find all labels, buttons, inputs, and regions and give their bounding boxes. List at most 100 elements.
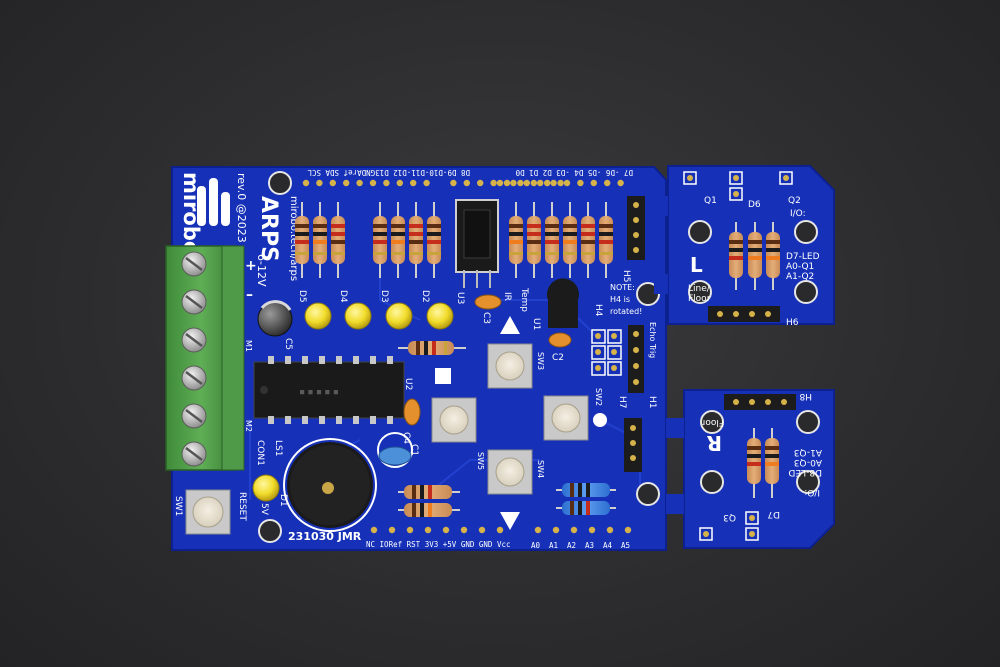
header-pin <box>496 526 504 534</box>
header-pin <box>517 179 524 187</box>
header-pin <box>302 179 310 187</box>
header-pin <box>523 179 530 187</box>
reset-button-sw1[interactable] <box>185 489 231 535</box>
button-sw2[interactable] <box>543 395 589 441</box>
header-pin <box>552 526 560 534</box>
screw-terminal <box>165 245 245 471</box>
ir-sensor-u3 <box>455 199 499 288</box>
header-pin <box>477 179 484 187</box>
header-pin <box>450 179 457 187</box>
header-pin <box>383 179 390 187</box>
header-small-right <box>624 418 642 472</box>
resistor <box>331 202 345 278</box>
right-io-line2: A0-Q3 <box>794 457 822 467</box>
top-header-pins <box>302 179 624 187</box>
analog-label: A3 <box>585 541 594 550</box>
resistor <box>509 202 523 278</box>
c5-label: C5 <box>283 338 293 350</box>
header-pin <box>606 526 614 534</box>
u2-label: U2 <box>403 378 413 390</box>
resistor <box>373 202 387 278</box>
d5-label: D5 <box>297 290 307 303</box>
svg-text:rotated!: rotated! <box>610 307 642 316</box>
right-caption: Floor <box>701 417 724 427</box>
capacitor-c5 <box>257 300 293 337</box>
resistor <box>563 202 577 278</box>
url-text: mirobo.tech/arps <box>288 196 299 281</box>
ir-label: IR <box>502 292 512 301</box>
header-pin <box>563 179 571 187</box>
header-pin <box>423 179 430 187</box>
header-pin <box>329 179 336 187</box>
svg-text:NOTE:: NOTE: <box>610 283 635 292</box>
resistor <box>295 202 309 278</box>
h5-label: H5 <box>621 270 631 283</box>
c2-label: C2 <box>552 353 564 363</box>
left-sensor-board: Q1 Q2 D6 L Line/ Floor I/O: D7-LED A0-Q1… <box>654 165 835 328</box>
svg-text:■ ■ ■ ■ ■: ■ ■ ■ ■ ■ <box>300 388 339 396</box>
analog-label: A5 <box>621 541 630 550</box>
button-sw5[interactable] <box>431 397 477 443</box>
header-pin <box>537 179 544 187</box>
u3-label: U3 <box>455 292 465 304</box>
button-sw3[interactable] <box>487 343 533 389</box>
header-pin <box>557 179 564 187</box>
arrow-down-marker <box>500 512 520 530</box>
q1-label: Q1 <box>704 196 717 206</box>
header-pin <box>570 526 578 534</box>
header-pin <box>617 179 624 187</box>
revision-text: rev.0 @2023 <box>235 173 248 243</box>
left-caption-line1: Line/ <box>688 284 711 294</box>
minus-label: – <box>246 287 253 303</box>
left-side-letter: L <box>690 253 703 277</box>
left-io-title: I/O: <box>790 209 806 219</box>
header-pin <box>604 179 611 187</box>
sw5-label: SW5 <box>476 452 485 470</box>
header-pin <box>356 179 363 187</box>
analog-label: A2 <box>567 541 576 550</box>
mirobo-logo: mirobo <box>179 172 230 255</box>
note-box: NOTE: H4 is rotated! <box>610 283 642 316</box>
date-code: 231030 JMR <box>288 530 362 543</box>
resistor <box>581 202 595 278</box>
left-io-line3: A1-Q2 <box>786 272 814 282</box>
header-pin <box>388 526 396 534</box>
right-sensor-board: H8 Floor R I/O: D8-LED A0-Q3 A1-Q3 D7 Q3 <box>666 389 835 549</box>
bottom-header-labels: NC IORef RST 3V3 +5V GND GND Vcc <box>366 540 511 549</box>
capacitor-c1 <box>377 432 413 468</box>
header-pin <box>410 179 417 187</box>
sw3-label: SW3 <box>536 352 545 370</box>
resistor <box>391 202 405 278</box>
button-sw4[interactable] <box>487 449 533 495</box>
header-pin <box>316 179 323 187</box>
con1-label: CON1 <box>255 440 265 466</box>
main-board: mirobo ARPS rev.0 @2023 mirobo.tech/arps… <box>165 166 667 551</box>
right-io-line3: A1-Q3 <box>794 447 822 457</box>
header-h4 <box>591 325 644 393</box>
voltage-text: 6-12V <box>255 254 268 287</box>
five-v-label: 5V <box>259 503 269 516</box>
header-pin <box>343 179 350 187</box>
c3-label: C3 <box>481 312 491 324</box>
header-pin <box>406 526 414 534</box>
m1-label: M1 <box>244 340 253 352</box>
header-pin <box>544 179 551 187</box>
right-io-line1: D8-LED <box>788 467 822 477</box>
header-pin <box>577 179 584 187</box>
q-pads-left <box>683 171 793 201</box>
header-pin <box>490 179 497 187</box>
d4-label: D4 <box>338 290 348 303</box>
header-pin <box>369 179 377 187</box>
temp-sensor-u1 <box>547 278 579 328</box>
sw2-label: SW2 <box>594 388 603 406</box>
dpad-buttons[interactable] <box>431 343 589 495</box>
header-pin <box>534 526 542 534</box>
white-dot-marker <box>593 413 607 427</box>
h7-label: H7 <box>617 396 627 409</box>
ic-u2: ■ ■ ■ ■ ■ <box>253 356 405 424</box>
d2-label: D2 <box>420 290 430 303</box>
header-pin <box>424 526 432 534</box>
resistor <box>427 202 441 278</box>
header-pin <box>478 526 486 534</box>
